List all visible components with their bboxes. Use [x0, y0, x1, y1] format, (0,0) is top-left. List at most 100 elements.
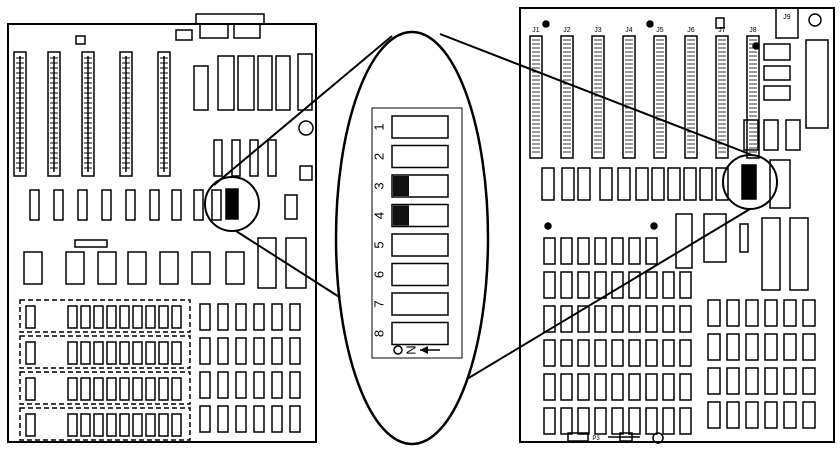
chip — [764, 299, 778, 327]
chip — [667, 167, 681, 201]
memory-banks — [19, 299, 191, 441]
chip — [679, 407, 692, 435]
dip-switch-position-5 — [391, 203, 449, 228]
chip — [763, 43, 791, 61]
right-board-outline — [519, 7, 835, 443]
connector-label: J4 — [625, 27, 633, 34]
chip — [267, 139, 277, 177]
memory-chip — [171, 341, 182, 365]
mounting-hole — [646, 20, 654, 28]
chip — [743, 119, 759, 151]
memory-chip — [132, 341, 143, 365]
memory-chip — [145, 305, 156, 329]
chip — [577, 373, 590, 401]
leader-line — [461, 208, 751, 383]
chip — [217, 303, 229, 331]
chip — [101, 189, 112, 221]
mounting-hole — [544, 222, 552, 230]
chip — [628, 305, 641, 333]
chip — [257, 55, 273, 111]
chip — [611, 339, 624, 367]
chip — [560, 237, 573, 265]
chip — [594, 339, 607, 367]
memory-chip — [93, 305, 104, 329]
chip — [271, 337, 283, 365]
left-board-header — [284, 194, 298, 220]
mounting-hole — [650, 222, 658, 230]
chip — [253, 337, 265, 365]
chip — [97, 251, 117, 285]
chip — [159, 251, 179, 285]
memory-chip — [106, 341, 117, 365]
chip — [761, 217, 781, 291]
left-board-outline — [7, 23, 317, 443]
chip — [764, 367, 778, 395]
chip — [802, 367, 816, 395]
chip — [225, 251, 245, 285]
chip — [171, 189, 182, 221]
chip — [785, 119, 801, 151]
chip — [679, 339, 692, 367]
chip — [783, 401, 797, 429]
chip — [23, 251, 43, 285]
memory-chip — [158, 341, 169, 365]
chip — [193, 189, 204, 221]
chip — [611, 237, 624, 265]
small-component — [299, 165, 313, 181]
chip — [561, 167, 575, 201]
chip — [628, 373, 641, 401]
chip — [662, 373, 675, 401]
chip — [199, 303, 211, 331]
chip — [237, 55, 255, 111]
chip — [199, 371, 211, 399]
dip-switch-label-5: 4 — [371, 212, 386, 219]
chip — [802, 333, 816, 361]
on-label-n: N — [403, 345, 418, 354]
expansion-connector — [684, 35, 698, 159]
chip — [271, 303, 283, 331]
chip — [628, 339, 641, 367]
small-component — [74, 239, 108, 248]
chip — [662, 305, 675, 333]
mounting-hole — [542, 20, 550, 28]
chip — [726, 367, 740, 395]
leader-line — [213, 35, 393, 186]
chip — [543, 339, 556, 367]
chip — [217, 337, 229, 365]
chip — [275, 55, 291, 111]
dip-switch-position-3 — [391, 262, 449, 287]
leader-line — [235, 230, 345, 301]
left-magnify-circle — [204, 176, 260, 232]
left-board-dip-switch — [225, 188, 239, 220]
expansion-connector — [715, 35, 729, 159]
chip — [617, 167, 631, 201]
dip-switch-label-1: 8 — [371, 330, 386, 337]
right-board-dip-switch — [741, 164, 757, 200]
chip — [745, 333, 759, 361]
chip — [611, 407, 624, 435]
chip — [577, 237, 590, 265]
chip — [764, 333, 778, 361]
memory-chip — [132, 413, 143, 437]
connector-label: J8 — [749, 27, 757, 34]
chip — [577, 271, 590, 299]
chip — [560, 407, 573, 435]
memory-chip — [93, 377, 104, 401]
chip — [628, 237, 641, 265]
chip — [231, 139, 241, 177]
battery-circle — [298, 120, 314, 136]
chip — [289, 405, 301, 433]
chip — [802, 401, 816, 429]
expansion-slots — [13, 51, 171, 177]
chip — [764, 401, 778, 429]
chip — [726, 333, 740, 361]
chip — [628, 407, 641, 435]
left-board — [7, 13, 317, 443]
chip — [271, 405, 283, 433]
chip — [29, 189, 40, 221]
chip — [235, 303, 247, 331]
mounting-hole — [652, 432, 664, 444]
